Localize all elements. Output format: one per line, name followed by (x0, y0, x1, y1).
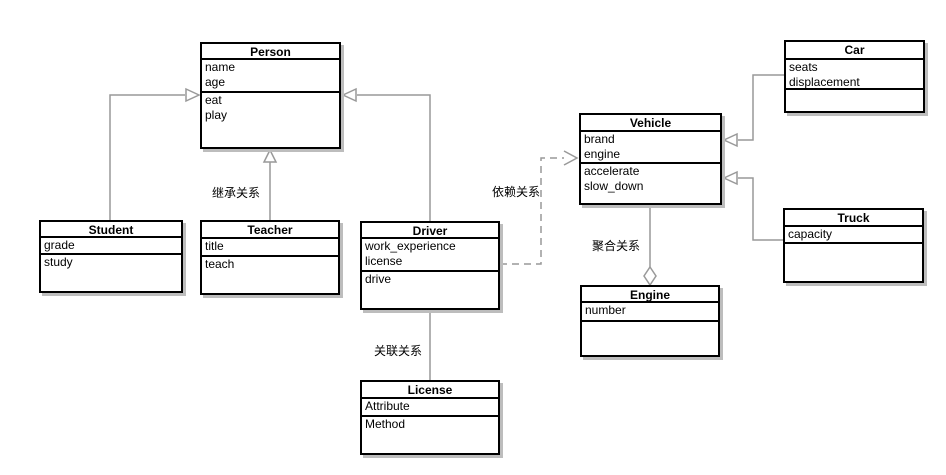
class-box-driver: Driver work_experience license drive (360, 221, 500, 310)
attribute: engine (584, 147, 621, 161)
class-box-license: License Attribute Method (360, 380, 500, 455)
class-box-engine: Engine number (580, 285, 720, 357)
attribute: number (585, 303, 626, 317)
attributes-section: Attribute (362, 399, 498, 417)
methods-section: Method (362, 417, 498, 432)
attribute: age (205, 75, 226, 89)
method: play (205, 108, 228, 122)
class-title: Vehicle (581, 115, 720, 132)
attribute: capacity (788, 227, 833, 241)
attribute: work_experience (365, 239, 456, 253)
attribute: Attribute (365, 399, 410, 413)
class-title: Person (202, 44, 339, 60)
attribute: brand (584, 132, 615, 146)
method: eat (205, 93, 222, 107)
inheritance-connector-car-vehicle (738, 74, 784, 141)
inheritance-connector-driver-person (357, 94, 431, 221)
inheritance-relationship-label: 继承关系 (212, 186, 261, 200)
class-box-person: Person name age eat play (200, 42, 341, 149)
method: study (44, 255, 73, 269)
class-title: Student (41, 222, 181, 238)
dependency-arrowhead-vehicle-left (563, 150, 579, 166)
inheritance-arrowhead-person-bottom (262, 148, 278, 163)
attributes-section: capacity (785, 227, 922, 244)
class-box-car: Car seats displacement (784, 40, 925, 113)
attributes-section: grade (41, 238, 181, 255)
association-relationship-label: 关联关系 (374, 344, 423, 358)
method: slow_down (584, 179, 644, 193)
aggregation-diamond-engine-top (643, 265, 657, 287)
attribute: name (205, 60, 236, 74)
methods-section: accelerate slow_down (581, 164, 720, 194)
methods-section: eat play (202, 93, 339, 123)
inheritance-connector-truck-vehicle (738, 177, 783, 241)
class-title: Engine (582, 287, 718, 303)
attributes-section: seats displacement (786, 60, 923, 90)
attribute: displacement (789, 75, 860, 89)
inheritance-arrowhead-person-left (185, 87, 201, 103)
attribute: grade (44, 238, 75, 252)
attributes-section: title (202, 239, 338, 257)
methods-section: teach (202, 257, 338, 272)
class-title: Truck (785, 210, 922, 227)
methods-section: drive (362, 272, 498, 287)
attributes-section: work_experience license (362, 239, 498, 272)
method: teach (205, 257, 235, 271)
attributes-section: name age (202, 60, 339, 93)
attribute: seats (789, 60, 818, 74)
attribute: title (205, 239, 224, 253)
attributes-section: brand engine (581, 132, 720, 164)
class-box-teacher: Teacher title teach (200, 220, 340, 295)
method: Method (365, 417, 406, 431)
inheritance-arrowhead-person-right (341, 87, 357, 103)
class-title: License (362, 382, 498, 399)
class-title: Driver (362, 223, 498, 239)
method: accelerate (584, 164, 640, 178)
inheritance-arrowhead-vehicle-right-lower (722, 170, 738, 186)
class-title: Teacher (202, 222, 338, 239)
attributes-section: number (582, 303, 718, 322)
dependency-connector-driver-vehicle (500, 157, 564, 265)
class-box-vehicle: Vehicle brand engine accelerate slow_dow… (579, 113, 722, 205)
inheritance-connector-student-person (109, 94, 185, 220)
aggregation-relationship-label: 聚合关系 (592, 239, 641, 253)
method: drive (365, 272, 392, 286)
dependency-relationship-label: 依赖关系 (492, 185, 541, 199)
attribute: license (365, 254, 403, 268)
inheritance-arrowhead-vehicle-right-upper (722, 132, 738, 148)
class-box-student: Student grade study (39, 220, 183, 293)
class-title: Car (786, 42, 923, 60)
methods-section: study (41, 255, 181, 270)
class-box-truck: Truck capacity (783, 208, 924, 283)
